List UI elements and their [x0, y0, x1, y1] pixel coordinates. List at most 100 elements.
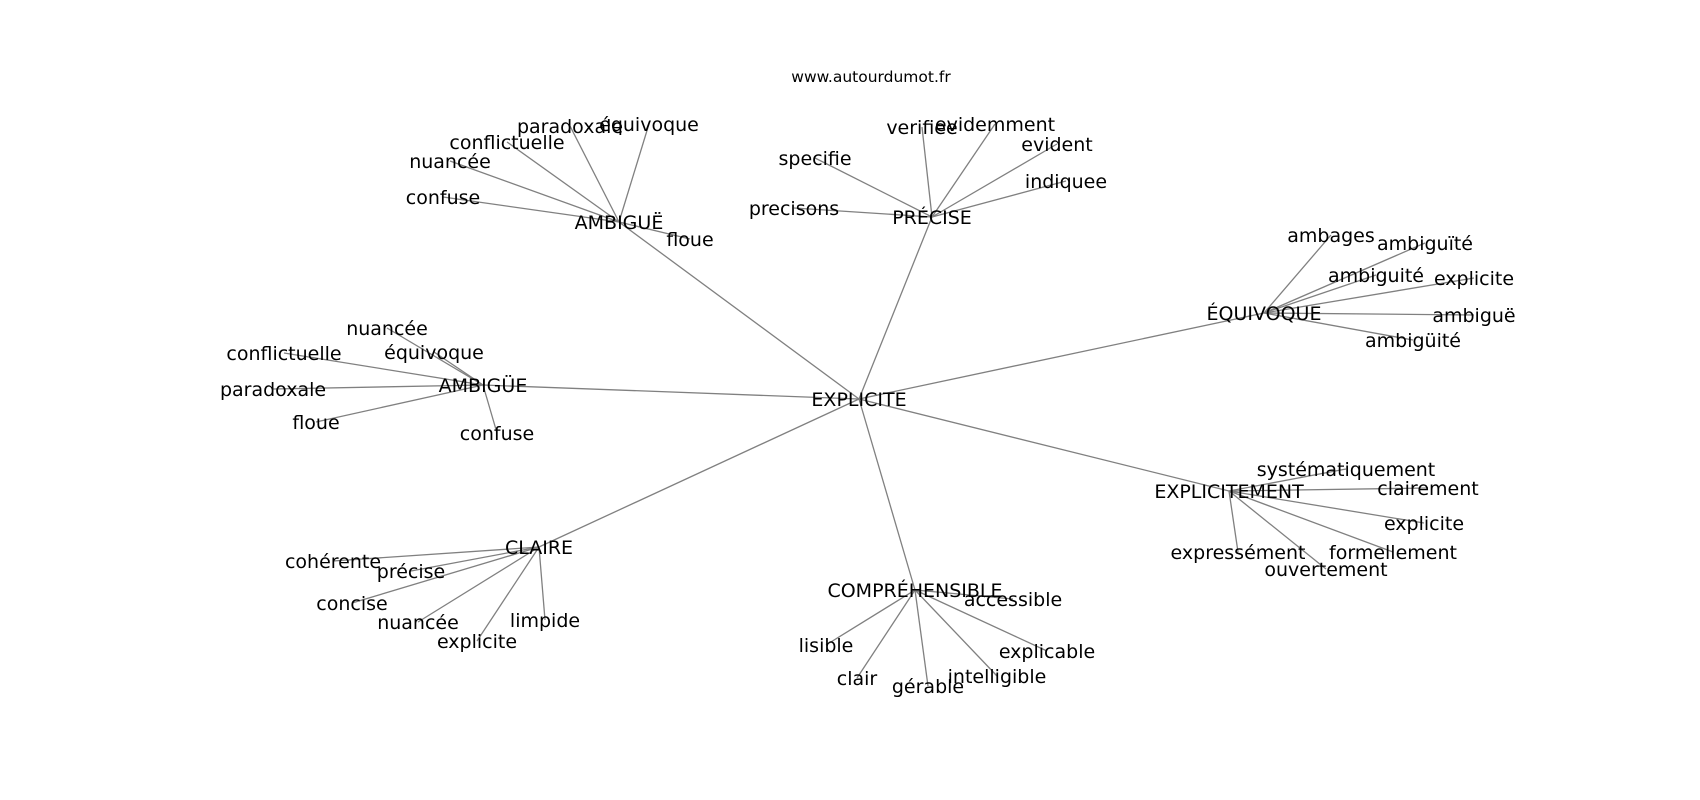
- edge-precise-verifiee: [921, 126, 933, 218]
- edge-comprehensible-lisible: [825, 589, 916, 646]
- edge-explicitement-systematiquement: [1228, 468, 1347, 492]
- hub-node-comprehensible: COMPRÉHENSIBLE: [827, 579, 1002, 602]
- edge-comprehensible-clair: [856, 589, 916, 679]
- edge-equivoque-ambigue: [1263, 312, 1475, 316]
- edge-ambigue-floue: [618, 221, 691, 240]
- edge-center-precise: [858, 216, 933, 400]
- edge-comprehensible-intelligible: [914, 589, 998, 677]
- leaf-node-coherente: cohérente: [285, 551, 381, 573]
- edge-ambigue-confuse: [442, 196, 620, 223]
- leaf-node-explicite: explicite: [1384, 513, 1464, 535]
- edge-ambigue-paradoxale: [272, 384, 484, 390]
- leaf-node-specifie: specifie: [778, 148, 851, 170]
- edge-center-claire: [538, 398, 860, 548]
- leaf-node-ambages: ambages: [1287, 225, 1375, 247]
- leaf-node-intelligible: intelligible: [948, 666, 1047, 688]
- edge-comprehensible-explicable: [914, 589, 1048, 652]
- edge-ambigue-nuancee: [449, 160, 620, 223]
- edge-equivoque-ambiguite: [1263, 312, 1414, 341]
- edge-claire-explicite: [476, 546, 540, 642]
- leaf-node-precisons: precisons: [749, 198, 839, 220]
- hub-node-ambigue: AMBIGUË: [575, 211, 664, 234]
- edge-explicitement-clairement: [1228, 487, 1429, 492]
- edge-precise-precisons: [793, 207, 933, 218]
- leaf-node-verifiee: verifiee: [886, 117, 957, 139]
- leaf-node-evidemment: evidemment: [935, 114, 1055, 136]
- edge-center-ambigue: [618, 221, 860, 400]
- hub-node-precise: PRÉCISE: [892, 206, 972, 229]
- leaf-node-systematiquement: systématiquement: [1257, 459, 1436, 481]
- edge-equivoque-explicite: [1263, 277, 1475, 314]
- edge-equivoque-ambiguite: [1263, 242, 1426, 314]
- leaf-node-paradoxale: paradoxale: [220, 379, 326, 401]
- edge-ambigue-conflictuelle: [283, 352, 484, 386]
- edge-ambigue-confuse: [482, 384, 498, 434]
- leaf-node-ambiguite: ambiguité: [1328, 265, 1424, 287]
- edge-ambigue-floue: [315, 384, 484, 423]
- leaf-node-clairement: clairement: [1377, 478, 1478, 500]
- leaf-node-conflictuelle: conflictuelle: [226, 343, 341, 365]
- edge-precise-indiquee: [931, 180, 1067, 218]
- edge-center-comprehensible: [858, 398, 916, 591]
- edge-precise-specifie: [814, 157, 933, 218]
- graph-edges: [272, 123, 1475, 687]
- edge-comprehensible-gerable: [914, 589, 929, 687]
- leaf-node-limpide: limpide: [510, 610, 580, 632]
- hub-node-equivoque: ÉQUIVOQUE: [1207, 302, 1322, 325]
- edge-ambigue-conflictuelle: [506, 141, 620, 223]
- edge-claire-precise: [410, 546, 540, 572]
- leaf-node-ambiguite: ambigüité: [1365, 330, 1461, 352]
- site-credit: www.autourdumot.fr: [791, 68, 951, 86]
- leaf-node-precise: précise: [377, 561, 445, 583]
- edge-explicitement-ouvertement: [1228, 490, 1327, 570]
- edge-ambigue-nuancee: [386, 327, 484, 386]
- edge-claire-limpide: [538, 546, 546, 621]
- edge-explicitement-explicite: [1228, 490, 1425, 524]
- leaf-node-ambigue: ambiguë: [1432, 305, 1515, 327]
- hub-node-explicitement: EXPLICITEMENT: [1154, 481, 1304, 503]
- edge-center-ambigue: [482, 384, 860, 400]
- leaf-node-indiquee: indiquee: [1025, 171, 1107, 193]
- leaf-node-explicite: explicite: [1434, 268, 1514, 290]
- leaf-node-paradoxale: paradoxale: [517, 116, 623, 138]
- graph-nodes: paradoxaleéquivoqueconflictuellenuancéec…: [220, 114, 1516, 698]
- center-node-explicite: EXPLICITE: [811, 389, 906, 411]
- leaf-node-nuancee: nuancée: [409, 151, 491, 173]
- edge-ambigue-equivoque: [618, 123, 650, 223]
- edge-claire-nuancee: [417, 546, 540, 623]
- leaf-node-formellement: formellement: [1329, 542, 1457, 564]
- leaf-node-accessible: accessible: [964, 589, 1062, 611]
- leaf-node-ouvertement: ouvertement: [1264, 559, 1387, 581]
- leaf-node-evident: evident: [1021, 134, 1092, 156]
- hub-node-claire: CLAIRE: [505, 537, 573, 559]
- leaf-node-confuse: confuse: [406, 187, 480, 209]
- edge-center-equivoque: [858, 312, 1265, 400]
- edge-ambigue-equivoque: [433, 351, 484, 386]
- leaf-node-equivoque: équivoque: [384, 342, 484, 364]
- leaf-node-confuse: confuse: [460, 423, 534, 445]
- edge-explicitement-expressement: [1228, 490, 1239, 553]
- leaf-node-concise: concise: [316, 593, 387, 615]
- leaf-node-floue: floue: [292, 412, 339, 434]
- leaf-node-ambiguite: ambiguïté: [1377, 233, 1473, 255]
- edge-ambigue-paradoxale: [569, 125, 620, 223]
- edge-center-explicitement: [858, 398, 1230, 492]
- edge-explicitement-formellement: [1228, 490, 1394, 553]
- leaf-node-floue: floue: [666, 229, 713, 251]
- leaf-node-equivoque: équivoque: [599, 114, 699, 136]
- leaf-node-gerable: gérable: [892, 676, 964, 698]
- edge-claire-concise: [351, 546, 540, 604]
- edge-precise-evident: [931, 143, 1058, 218]
- leaf-node-nuancee: nuancée: [377, 612, 459, 634]
- edge-claire-coherente: [332, 546, 540, 562]
- leaf-node-conflictuelle: conflictuelle: [449, 132, 564, 154]
- leaf-node-explicable: explicable: [999, 641, 1095, 663]
- edge-comprehensible-accessible: [914, 589, 1014, 600]
- leaf-node-explicite: explicite: [437, 631, 517, 653]
- leaf-node-nuancee: nuancée: [346, 318, 428, 340]
- edge-precise-evidemment: [931, 123, 996, 218]
- edge-equivoque-ambiguite: [1263, 274, 1377, 314]
- edge-equivoque-ambages: [1263, 234, 1332, 314]
- leaf-node-lisible: lisible: [799, 635, 854, 657]
